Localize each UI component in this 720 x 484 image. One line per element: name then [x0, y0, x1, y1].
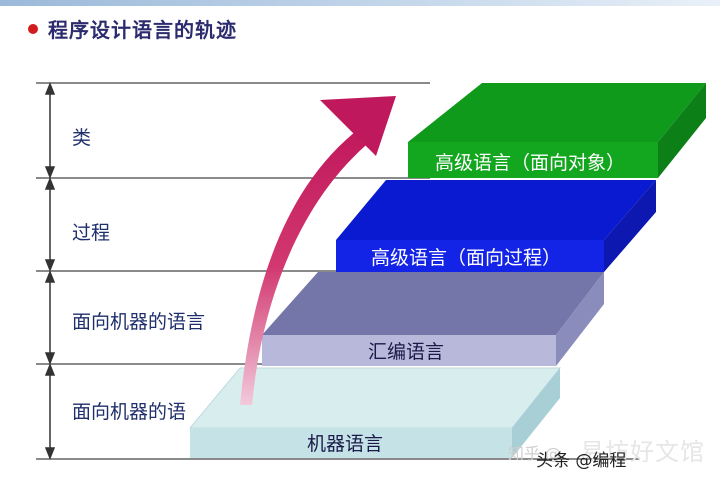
step-2-front — [262, 335, 556, 366]
step-2-label: 汇编语言 — [368, 341, 444, 363]
step-object-oriented-language — [408, 83, 706, 178]
step-machine-language — [188, 367, 562, 458]
step-3-label: 高级语言（面向过程） — [371, 247, 561, 269]
progression-arrow — [240, 96, 396, 405]
vertical-axis — [44, 81, 56, 461]
step-3-top — [336, 180, 656, 240]
step-assembly-language — [262, 272, 604, 366]
step-2-top — [262, 272, 604, 335]
page-title: 程序设计语言的轨迹 — [48, 18, 237, 42]
step-3-side — [604, 180, 656, 272]
arrow-head-icon — [320, 96, 396, 156]
step-1-front — [190, 428, 512, 458]
step-4-top — [408, 83, 706, 142]
watermark-zhihu: 知乎 @ — [508, 444, 562, 463]
step-procedural-language — [336, 180, 656, 272]
step-4-label: 高级语言（面向对象） — [435, 152, 625, 174]
watermark-site: 易坊好文馆 — [580, 438, 705, 466]
step-1-side — [512, 368, 560, 458]
watermark-toutiao: 头条 @编程 — [536, 451, 627, 471]
row-label-machine-oriented-language: 面向机器的语言 — [72, 311, 206, 333]
step-4-side — [658, 83, 706, 178]
step-2-side — [556, 272, 604, 366]
row-label-machine-oriented-lang-truncated: 面向机器的语 — [72, 401, 187, 423]
step-1-label: 机器语言 — [307, 433, 383, 455]
title-bullet-icon — [28, 24, 38, 34]
row-label-class: 类 — [72, 127, 92, 149]
row-label-procedure: 过程 — [72, 222, 111, 244]
top-band — [0, 0, 720, 6]
step-3-front — [336, 240, 604, 272]
step-4-front — [408, 142, 658, 178]
